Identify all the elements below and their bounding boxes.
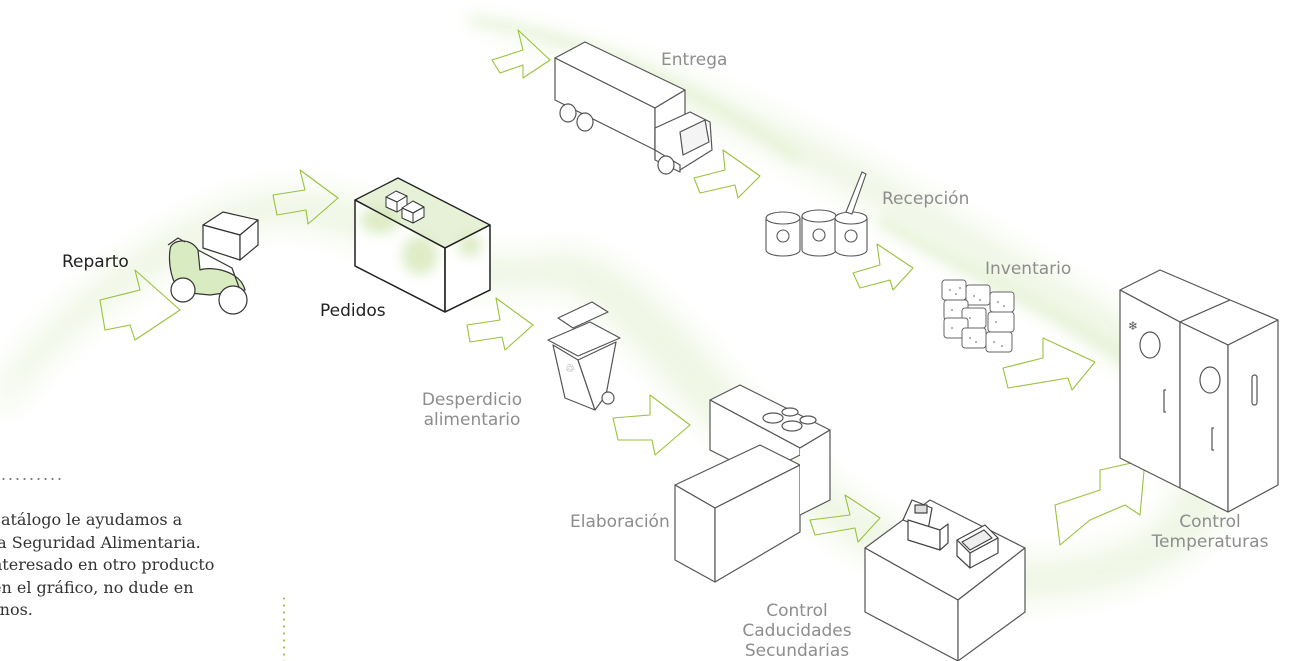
step-label-reparto[interactable]: Reparto — [62, 252, 129, 272]
fridge-freezer-icon: ❄ — [1119, 269, 1279, 513]
step-label-line: Caducidades — [742, 621, 852, 641]
cans-icon — [765, 171, 868, 257]
box-icon — [354, 177, 491, 313]
step-label-pedidos[interactable]: Pedidos — [320, 301, 386, 321]
intro-line: la Seguridad Alimentaria. — [0, 532, 201, 552]
arrow — [809, 494, 881, 543]
arrow — [1002, 337, 1096, 391]
flow-band — [0, 15, 1230, 600]
intro-text: catálogo le ayudamos a la Seguridad Alim… — [0, 509, 275, 622]
dotted-separator — [0, 478, 64, 480]
arrow — [466, 297, 534, 351]
intro-line: nteresado en otro producto — [0, 555, 215, 574]
step-label-line: Temperaturas — [1151, 532, 1269, 552]
intro-line: rnos. — [0, 600, 33, 619]
step-label-line: Control — [766, 601, 828, 621]
step-label-control-caducidades[interactable]: Control Caducidades Secundarias — [737, 601, 857, 661]
flow-arrows — [99, 29, 1146, 546]
step-label-recepcion[interactable]: Recepción — [882, 189, 970, 209]
step-label-inventario[interactable]: Inventario — [985, 259, 1072, 279]
intro-line: en el gráfico, no dude en — [0, 577, 194, 597]
step-label-entrega[interactable]: Entrega — [661, 50, 728, 70]
trash-bin-icon: ♲ — [547, 301, 621, 411]
step-label-line: Control — [1179, 512, 1241, 532]
intro-line: catálogo le ayudamos a — [0, 510, 183, 529]
step-label-line: Desperdicio — [421, 390, 523, 410]
kitchen-counter-icon — [674, 384, 831, 583]
arrow — [99, 269, 181, 341]
arrow — [693, 149, 761, 199]
arrow — [272, 169, 339, 225]
truck-icon — [554, 41, 713, 175]
vertical-dotted-divider — [283, 595, 285, 661]
arrow — [612, 394, 691, 456]
arrow — [1054, 459, 1146, 546]
step-label-desperdicio[interactable]: Desperdicio alimentario — [412, 390, 532, 430]
containers-icon — [941, 279, 1015, 353]
step-label-elaboracion[interactable]: Elaboración — [570, 512, 670, 532]
step-label-line: Secundarias — [744, 641, 850, 661]
pos-terminals-icon — [902, 499, 999, 569]
step-label-control-temperaturas[interactable]: Control Temperaturas — [1150, 512, 1270, 552]
svg-text:♲: ♲ — [565, 362, 575, 375]
step-label-line: alimentario — [423, 410, 521, 430]
arrow — [491, 29, 551, 79]
scooter-icon — [167, 211, 259, 315]
svg-text:❄: ❄ — [1128, 319, 1138, 333]
arrow — [852, 243, 914, 291]
